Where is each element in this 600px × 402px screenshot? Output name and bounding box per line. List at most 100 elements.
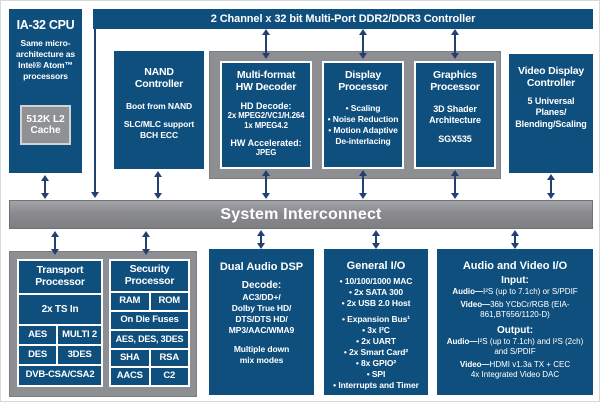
security-aes-des: AES, DES, 3DES <box>111 331 188 348</box>
audio-dsp-title: Dual Audio DSP <box>219 261 304 273</box>
hw-decoder-box: Multi-format HW Decoder HD Decode: 2x MP… <box>220 61 312 169</box>
display-processor-title: Display Processor <box>338 69 388 93</box>
ddr-controller-label: 2 Channel x 32 bit Multi-Port DDR2/DDR3 … <box>210 13 476 25</box>
security-title: Security Processor <box>111 261 188 291</box>
security-cell-ram: RAM <box>111 293 149 310</box>
av-output-video-text: HDMI v1.3a TX + CEC <box>489 360 571 369</box>
security-fuses: On Die Fuses <box>111 312 188 329</box>
general-io-item: 8x GPIO² <box>324 358 428 369</box>
hw-accel-label: HW Accelerated: <box>230 137 302 148</box>
system-interconnect-bar: System Interconnect <box>9 200 593 229</box>
av-output-audio-prefix: Audio— <box>446 337 478 346</box>
av-input-video-text: 36b YCbCr/RGB (EIA-861,BT656/1120-D) <box>480 300 570 319</box>
transport-processor-box: Transport Processor 2x TS In AES MULTI 2… <box>17 259 103 387</box>
hd-decode-label: HD Decode: <box>240 100 292 111</box>
general-io-item: 2x USB 2.0 Host <box>324 298 428 309</box>
security-cell-sha: SHA <box>111 350 149 366</box>
transport-title: Transport Processor <box>19 261 101 293</box>
arrow-display-processor-to-interconnect <box>359 170 367 199</box>
security-cell-aacs: AACS <box>111 368 149 385</box>
security-cell-rsa: RSA <box>150 350 188 366</box>
transport-cell-3des: 3DES <box>58 346 101 364</box>
display-processor-box: Display Processor Scaling Noise Reductio… <box>322 61 404 169</box>
hw-accel-value: JPEG <box>255 148 277 158</box>
l2-cache-box: 512K L2 Cache <box>20 105 71 145</box>
graphics-processor-title: Graphics Processor <box>430 69 480 93</box>
general-io-title: General I/O <box>346 260 406 272</box>
nand-title: NAND Controller <box>134 66 184 90</box>
decode-line: MP3/AAC/WMA9 <box>228 325 295 336</box>
general-io-item: 2x Smart Card² <box>324 347 428 358</box>
audio-dsp-note: Multiple down mix modes <box>233 344 290 366</box>
graphics-processor-box: Graphics Processor 3D Shader Architectur… <box>414 61 496 169</box>
transport-cell-aes: AES <box>19 326 57 344</box>
arrow-ddr-to-display-processor <box>359 29 367 59</box>
hd-decode-line2: 1x MPEG4.2 <box>244 121 288 131</box>
security-cell-c2: C2 <box>150 368 188 385</box>
av-output-video-prefix: Video— <box>459 360 490 369</box>
arrow-hw-decoder-to-interconnect <box>262 170 270 199</box>
display-bullet: Noise Reduction <box>324 114 402 125</box>
cpu-box: IA-32 CPU Same micro-architecture as Int… <box>9 9 82 173</box>
general-io-box: General I/O 10/100/1000 MAC 2x SATA 300 … <box>324 249 428 395</box>
nand-controller-box: NAND Controller Boot from NAND SLC/MLC s… <box>114 51 204 169</box>
graphics-line2: SGX535 <box>438 133 472 144</box>
arrow-video-display-to-interconnect <box>547 174 555 199</box>
video-display-description: 5 Universal Planes/ Blending/Scaling <box>515 95 587 129</box>
av-output-dac: 4x Integrated Video DAC <box>470 370 560 379</box>
transport-cell-multi2: MULTI 2 <box>58 326 101 344</box>
av-output-video: Video—HDMI v1.3a TX + CEC <box>441 360 589 370</box>
arrow-ddr-to-hw-decoder <box>262 29 270 59</box>
general-io-item: Expansion Bus¹ <box>324 314 428 325</box>
video-display-controller-box: Video Display Controller 5 Universal Pla… <box>509 54 593 173</box>
av-io-box: Audio and Video I/O Input: Audio—I²S (up… <box>437 249 593 395</box>
cpu-title: IA-32 CPU <box>16 18 75 32</box>
security-processor-box: Security Processor RAM ROM On Die Fuses … <box>109 259 190 387</box>
hw-decoder-title: Multi-format HW Decoder <box>235 69 297 93</box>
arrow-cpu-to-interconnect <box>41 175 49 199</box>
ddr-controller-banner: 2 Channel x 32 bit Multi-Port DDR2/DDR3 … <box>93 9 593 29</box>
decode-label: Decode: <box>241 280 282 291</box>
arrow-interconnect-to-transport <box>51 231 59 255</box>
av-io-title: Audio and Video I/O <box>462 260 568 272</box>
decode-line: AC3/DD+/ <box>242 292 281 302</box>
av-input-video-prefix: Video— <box>460 300 491 309</box>
display-bullet: Motion Adaptive De-interlacing <box>324 125 402 147</box>
transport-cell-des: DES <box>19 346 57 364</box>
arrow-graphics-processor-to-interconnect <box>451 170 459 199</box>
general-io-item: SPI <box>324 369 428 380</box>
arrow-nand-to-interconnect <box>154 171 162 199</box>
nand-line1: Boot from NAND <box>125 100 193 111</box>
cpu-description: Same micro-architecture as Intel® Atom™ … <box>16 38 75 82</box>
general-io-item: 3x I²C <box>324 325 428 336</box>
av-output-audio-text: I²S (up to 7.1ch) and I²S (2ch) and S/PD… <box>477 337 584 356</box>
l2-cache-label: 512K L2 Cache <box>26 114 65 136</box>
av-input-video: Video—36b YCbCr/RGB (EIA-861,BT656/1120-… <box>441 300 589 320</box>
arrow-ddr-to-interconnect <box>91 29 99 198</box>
arrow-interconnect-to-security <box>142 231 150 255</box>
nand-line2: SLC/MLC support BCH ECC <box>123 118 195 140</box>
av-input-label: Input: <box>501 275 529 286</box>
arrow-ddr-to-graphics-processor <box>451 29 459 59</box>
general-io-item: 2x UART <box>324 336 428 347</box>
av-output-audio: Audio—I²S (up to 7.1ch) and I²S (2ch) an… <box>441 337 589 357</box>
display-bullet: Scaling <box>324 103 402 114</box>
security-cell-rom: ROM <box>150 293 188 310</box>
general-io-item: 2x SATA 300 <box>324 287 428 298</box>
av-output-label: Output: <box>496 325 534 336</box>
arrow-interconnect-to-av-io <box>511 230 519 249</box>
arrow-interconnect-to-audio-dsp <box>257 230 265 249</box>
av-input-audio-text: I²S (up to 7.1ch) or S/PDIF <box>482 287 578 296</box>
transport-dvb: DVB-CSA/CSA2 <box>19 366 101 385</box>
decode-line: DTS/DTS HD/ <box>235 314 288 325</box>
transport-ts-in: 2x TS In <box>19 295 101 324</box>
av-input-audio-prefix: Audio— <box>452 287 483 296</box>
general-io-item: 10/100/1000 MAC <box>324 276 428 287</box>
video-display-title: Video Display Controller <box>517 65 585 89</box>
audio-dsp-box: Dual Audio DSP Decode: AC3/DD+/ Dolby Tr… <box>209 249 314 395</box>
decode-line: Dolby True HD/ <box>231 303 292 314</box>
system-interconnect-label: System Interconnect <box>220 205 382 223</box>
av-input-audio: Audio—I²S (up to 7.1ch) or S/PDIF <box>441 287 589 297</box>
arrow-interconnect-to-general-io <box>372 230 380 249</box>
